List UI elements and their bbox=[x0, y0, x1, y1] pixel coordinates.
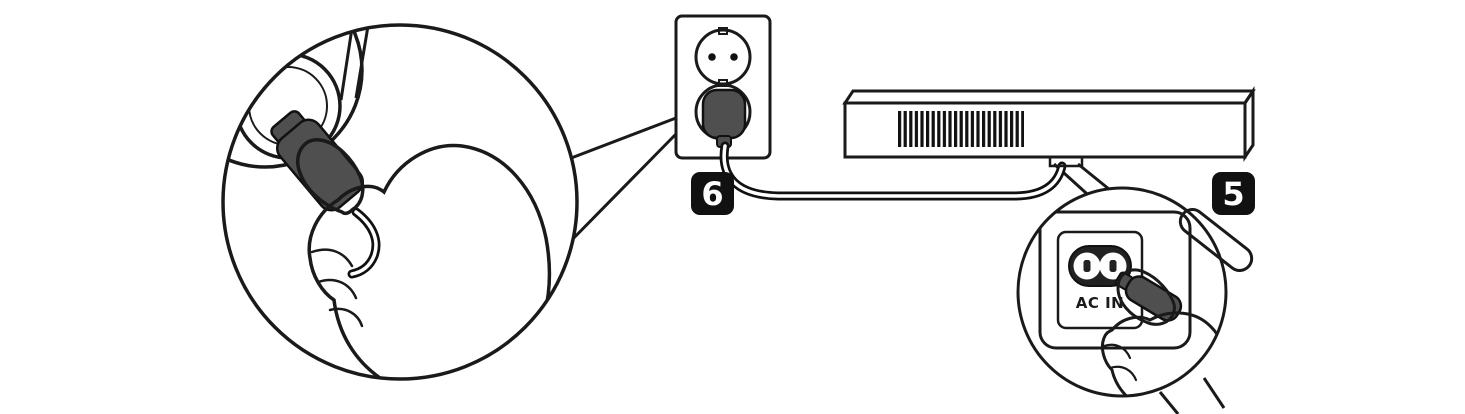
device-corner-icon bbox=[1038, 210, 1192, 350]
step-5-badge: 5 bbox=[1212, 172, 1255, 215]
wall-edge-line bbox=[354, 25, 370, 99]
wrist-icon bbox=[1158, 377, 1226, 414]
left-inset-border bbox=[221, 23, 579, 381]
outlet-socket-top bbox=[694, 28, 752, 86]
ac-in-label: AC IN bbox=[1076, 294, 1124, 312]
hand-holding-connector-icon bbox=[1100, 268, 1226, 396]
right-inset-border bbox=[1016, 186, 1228, 398]
socket-hole-icon bbox=[708, 53, 716, 61]
device-ac-notch bbox=[1048, 157, 1084, 168]
vent-grille-icon bbox=[898, 111, 1024, 147]
ac-inlet-icon bbox=[1068, 245, 1132, 287]
step-6-number: 6 bbox=[701, 175, 723, 213]
socket-hole-icon bbox=[730, 53, 738, 61]
power-plug-in-outlet bbox=[701, 88, 747, 148]
thumb-icon bbox=[296, 138, 365, 216]
device-top-face bbox=[842, 89, 1256, 105]
wall-outlet bbox=[674, 14, 772, 160]
right-zoom-inset: AC IN bbox=[1016, 186, 1254, 414]
step-5-number: 5 bbox=[1222, 175, 1244, 213]
thumb-icon bbox=[1116, 268, 1176, 326]
wall-edge-line bbox=[339, 27, 354, 101]
step-6-badge: 6 bbox=[691, 172, 734, 215]
power-cable bbox=[719, 141, 1067, 201]
left-zoom-inset bbox=[221, 23, 579, 381]
index-finger-icon bbox=[1178, 208, 1254, 272]
player-device bbox=[842, 86, 1256, 168]
device-front-face bbox=[843, 101, 1247, 159]
callout-lines-left bbox=[558, 116, 678, 254]
